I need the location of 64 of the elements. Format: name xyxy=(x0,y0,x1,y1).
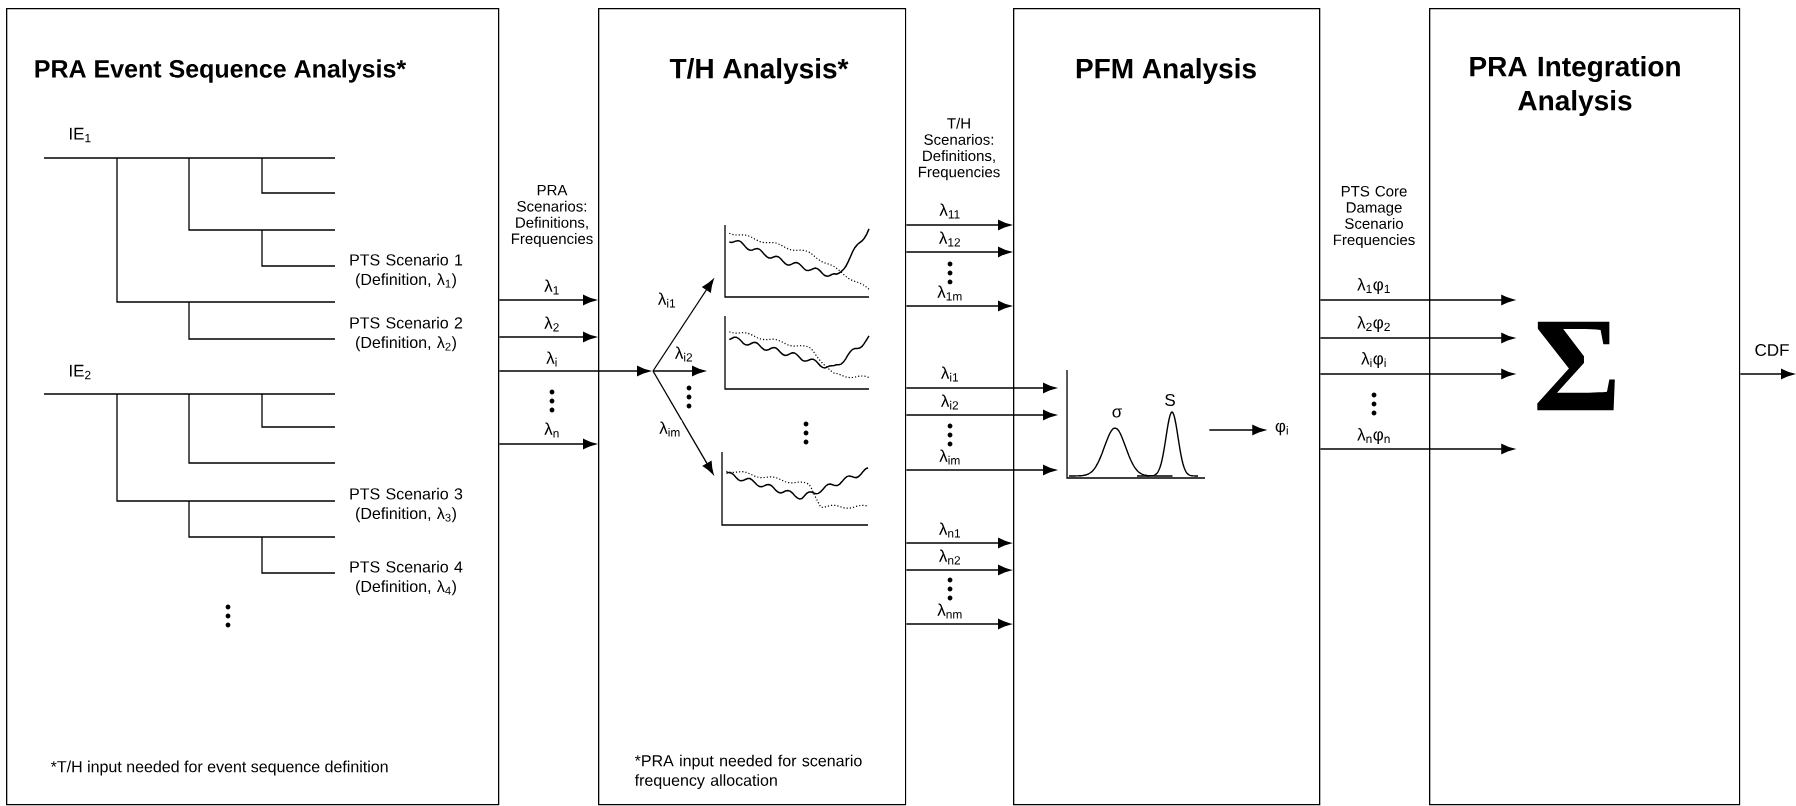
edge-label: CDF xyxy=(1753,343,1791,357)
arrow xyxy=(905,619,1011,630)
panel-heading: PRA Integration Analysis xyxy=(1470,55,1680,117)
arrow xyxy=(905,565,1011,576)
scenario-label: PTS Scenario 4 (Definition, λ$_{4}$) xyxy=(350,560,463,596)
arrow xyxy=(905,537,1011,549)
curve-label: S xyxy=(1165,394,1175,407)
edge-label: λ$_{i}$φ$_{i}$ xyxy=(1360,351,1388,369)
arrow xyxy=(1319,444,1515,455)
arrow xyxy=(652,370,714,475)
arrow xyxy=(652,279,714,372)
arrow xyxy=(905,219,1011,231)
panel-heading: PFM Analysis xyxy=(1076,57,1256,85)
arrow xyxy=(498,332,596,343)
panel-heading: PRA Event Sequence Analysis* xyxy=(35,59,407,83)
flow-label: PTS Core Damage Scenario Frequencies xyxy=(1333,185,1415,249)
arrow xyxy=(905,382,1056,394)
edge-label: λ$_{12}$ xyxy=(937,230,963,248)
arrow xyxy=(905,465,1056,476)
edge-label: λ$_{i1}$ xyxy=(656,291,678,309)
arrow xyxy=(1319,332,1515,344)
edge-label: λ$_{1m}$ xyxy=(936,284,964,302)
edge-label: λ$_{n}$φ$_{n}$ xyxy=(1356,427,1392,445)
line-chart-drawing xyxy=(724,315,870,390)
branch-label: IE$_{2}$ xyxy=(70,364,91,380)
edge-label: λ$_{1}$ xyxy=(543,278,561,296)
summation-symbol: Σ xyxy=(1537,321,1615,411)
line-chart-drawing xyxy=(724,224,870,298)
edge-label: λ$_{2}$φ$_{2}$ xyxy=(1356,315,1392,333)
edge-label: λ$_{im}$ xyxy=(938,448,962,466)
edge-label: λ$_{n2}$ xyxy=(937,548,963,566)
flow-label: T/H Scenarios: Definitions, Frequencies xyxy=(918,117,1000,181)
footnote: *T/H input needed for event sequence definition xyxy=(50,760,388,776)
edge-label: λ$_{n1}$ xyxy=(937,521,963,539)
footnote: *PRA input needed for scenario frequency allocation xyxy=(634,754,862,790)
edge-label: λ$_{i1}$ xyxy=(939,365,961,383)
edge-label: λ$_{2}$ xyxy=(543,315,561,333)
edge-label: λ$_{i2}$ xyxy=(939,393,961,411)
branch-label: IE$_{1}$ xyxy=(70,127,91,143)
panel-heading: T/H Analysis* xyxy=(669,57,849,85)
arrow xyxy=(498,294,596,306)
arrow xyxy=(1208,424,1266,436)
line-chart-drawing xyxy=(721,451,869,526)
arrow xyxy=(1319,294,1515,306)
edge-label: λ$_{n}$ xyxy=(543,421,561,439)
scenario-label: PTS Scenario 2 (Definition, λ$_{2}$) xyxy=(350,316,463,352)
edge-label: λ$_{im}$ xyxy=(658,420,682,438)
arrow xyxy=(1319,368,1515,380)
curve-label: σ xyxy=(1112,408,1122,418)
scenario-label: PTS Scenario 1 (Definition, λ$_{1}$) xyxy=(350,253,463,289)
arrow xyxy=(652,365,705,377)
edge-label: λ$_{i2}$ xyxy=(673,345,695,363)
arrow xyxy=(905,300,1011,312)
edge-label: λ$_{nm}$ xyxy=(936,602,964,620)
arrow xyxy=(498,365,650,377)
arrow xyxy=(905,409,1056,421)
arrow xyxy=(498,439,596,450)
edge-label: λ$_{1}$φ$_{1}$ xyxy=(1356,277,1392,295)
scenario-label: PTS Scenario 3 (Definition, λ$_{3}$) xyxy=(350,487,463,523)
edge-label: λ$_{11}$ xyxy=(938,202,962,220)
arrow xyxy=(905,246,1011,258)
result-symbol: φ$_{i}$ xyxy=(1275,422,1288,436)
edge-label: λ$_{i}$ xyxy=(545,350,559,368)
arrow xyxy=(1739,368,1794,380)
